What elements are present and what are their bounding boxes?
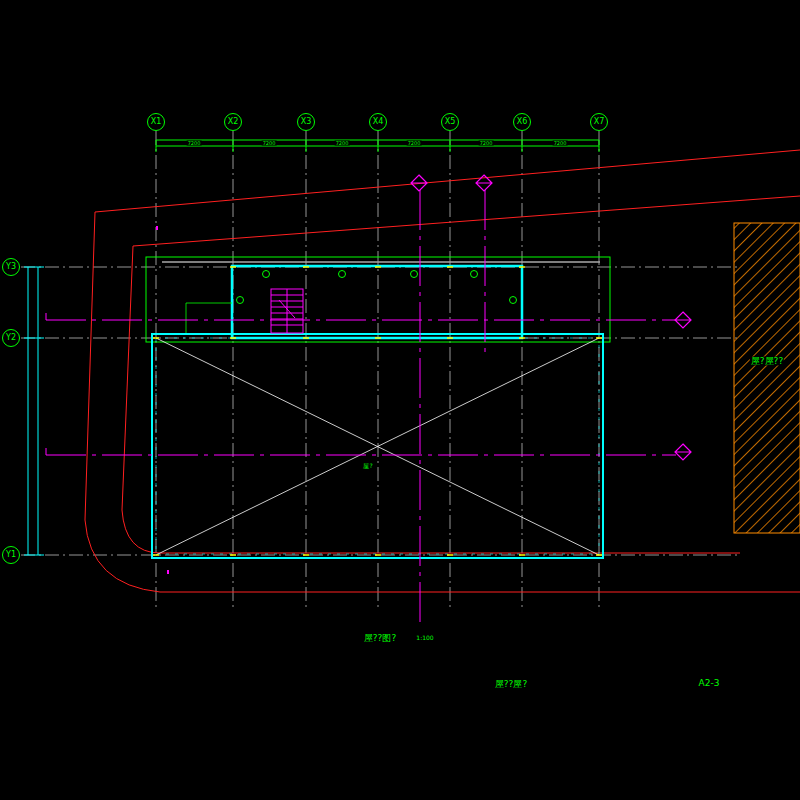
fixture xyxy=(471,271,478,278)
dimension-text: 7200 xyxy=(479,141,494,146)
dimension-text: 7200 xyxy=(187,141,202,146)
site-boundary xyxy=(85,150,800,592)
building-note: 屋?屋?? xyxy=(750,357,784,366)
fixture xyxy=(411,271,418,278)
staircase xyxy=(271,289,303,333)
sheet-title: 屋??屋? xyxy=(494,680,528,689)
grid-label: X2 xyxy=(228,118,239,126)
grid-label: X3 xyxy=(301,118,312,126)
dimension-text: 7200 xyxy=(407,141,422,146)
grid-bubble: X1 xyxy=(147,113,165,131)
fixtures xyxy=(237,271,517,304)
grid-label: Y3 xyxy=(6,263,16,271)
leader-line xyxy=(186,303,232,333)
main-slab xyxy=(152,334,603,558)
dimension-text: 7200 xyxy=(262,141,277,146)
grid-label: X1 xyxy=(151,118,162,126)
grid-label: Y1 xyxy=(6,551,16,559)
dimension-text: 7200 xyxy=(335,141,350,146)
dimension-line xyxy=(24,267,44,555)
opening-note: 屋? xyxy=(362,463,373,469)
section-markers xyxy=(411,175,691,460)
main-slab-inner xyxy=(156,338,599,554)
adjacent-building xyxy=(734,223,800,533)
grid-label: X7 xyxy=(594,118,605,126)
fixture xyxy=(263,271,270,278)
section-diamond xyxy=(476,175,492,191)
roof-outline xyxy=(146,257,610,342)
section-diamond xyxy=(675,444,691,460)
grid-label: X5 xyxy=(445,118,456,126)
section-tick xyxy=(46,313,47,455)
grid-bubble: X3 xyxy=(297,113,315,131)
grid-bubble: X5 xyxy=(441,113,459,131)
dimension-line xyxy=(156,140,599,152)
grid-line xyxy=(21,131,740,610)
grid-bubble: Y2 xyxy=(2,329,20,347)
sheet-number: A2-3 xyxy=(698,679,721,688)
column-marks xyxy=(153,267,602,555)
grid-label: X4 xyxy=(373,118,384,126)
stair-outline xyxy=(271,289,303,333)
grid-bubble: X2 xyxy=(224,113,242,131)
sheet-small-marks xyxy=(157,226,168,574)
parapet-line xyxy=(162,261,600,263)
stair-treads xyxy=(271,289,303,333)
grid-label: X6 xyxy=(517,118,528,126)
section-line xyxy=(46,190,676,625)
grid-label: Y2 xyxy=(6,334,16,342)
opening-cross xyxy=(156,338,599,555)
fixture xyxy=(237,297,244,304)
scale-note: 1:100 xyxy=(415,635,434,641)
grid-bubble: X7 xyxy=(590,113,608,131)
stair-room xyxy=(232,266,522,338)
section-diamond xyxy=(411,175,427,191)
drawing-title: 屋??图? xyxy=(363,634,397,643)
fixture xyxy=(510,297,517,304)
section-diamond xyxy=(675,312,691,328)
grid-bubble: X6 xyxy=(513,113,531,131)
grid-bubble: X4 xyxy=(369,113,387,131)
fixture xyxy=(339,271,346,278)
grid-bubble: Y3 xyxy=(2,258,20,276)
grid-bubble: Y1 xyxy=(2,546,20,564)
dimension-text: 7200 xyxy=(553,141,568,146)
